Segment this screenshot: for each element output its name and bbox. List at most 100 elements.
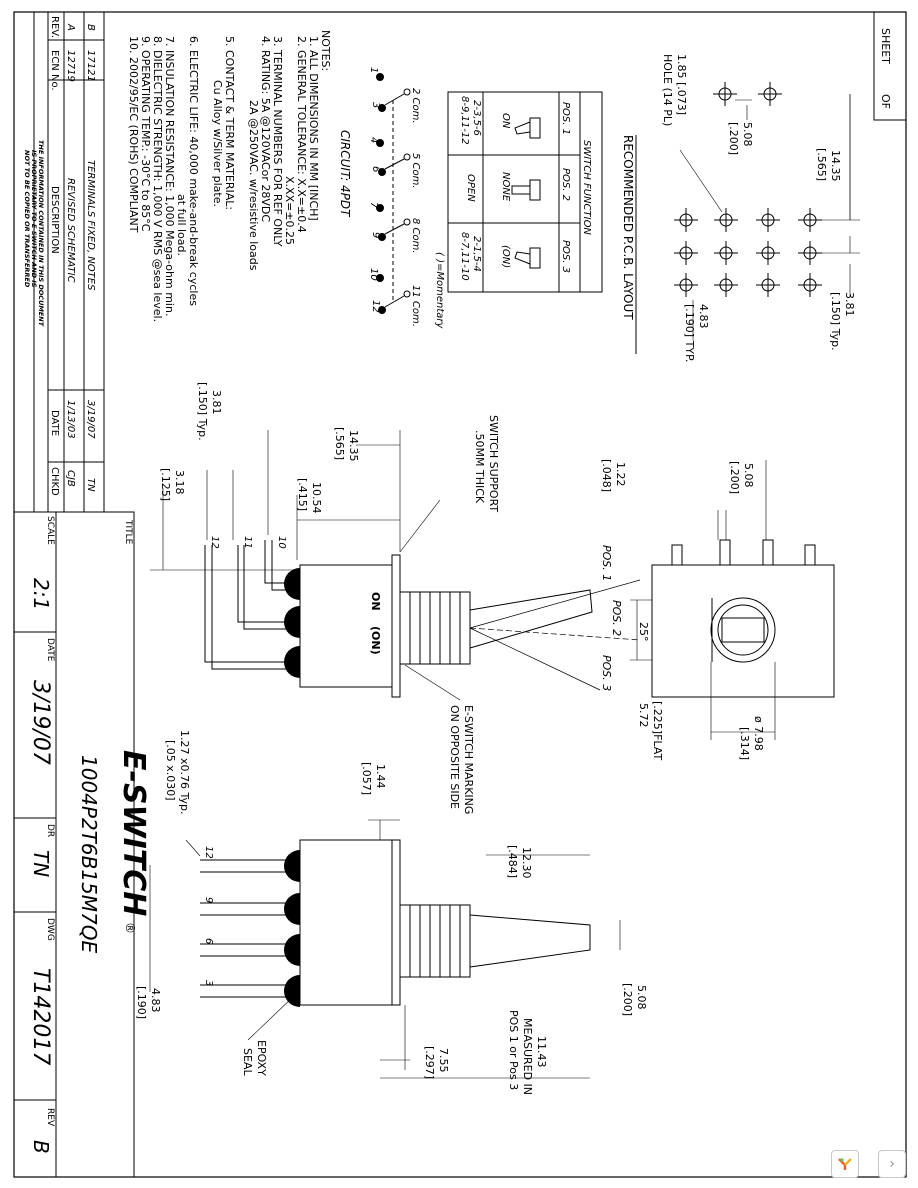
bottom-pin-12: 12 (203, 846, 214, 859)
title-block (13, 511, 135, 1178)
sf-row2-pos2: OPEN (465, 174, 476, 202)
front-view (630, 460, 835, 740)
switch-support-label: SWITCH SUPPORT (487, 415, 500, 512)
rev-header-ecn: ECN No. (49, 50, 60, 91)
rev-header-date: DATE (49, 410, 60, 436)
drawing-number-label: DWG (45, 918, 55, 941)
front-diameter: ø 7.98 (752, 716, 765, 751)
bottom-dim-7: 11.43 (535, 1036, 548, 1068)
date-value: 3/19/07 (28, 680, 53, 765)
bottom-dim-5: 4.83 (149, 988, 162, 1013)
bottom-dim-5-inch: [.190] (135, 986, 148, 1019)
pos3-label: POS. 3 (600, 655, 613, 691)
circuit-pin-11: 11 Com. (410, 285, 421, 327)
note-4-cont: 2A @250VAC. w/resistive loads (247, 100, 260, 271)
circuit-pin-12: 12 (370, 300, 381, 313)
chevron-right-icon[interactable]: › (878, 1150, 906, 1178)
front-view-labels: 1.22 [.048] 5.08 [.200] 5.72 [.225]FLAT … (600, 459, 765, 760)
circuit-pin-4: 4 (368, 137, 379, 143)
bottom-view (149, 819, 621, 1079)
bottom-dim-7-note-a: MEASURED IN (521, 1018, 534, 1095)
scale-value: 2:1 (29, 578, 53, 610)
side-on-marking: ON (369, 592, 382, 611)
rev-label: REV (45, 1108, 55, 1127)
side-pin-10: 10 (276, 536, 287, 549)
angle-label: 25° (637, 622, 650, 642)
front-dim-2-inch: [.200] (728, 461, 741, 494)
side-dim-3: 3.81 (210, 390, 223, 415)
note-6-cont: at full load. (175, 194, 188, 256)
bottom-view-terminals (284, 850, 300, 1007)
bottom-dim-1: 1.44 (374, 764, 387, 789)
sf-row2-pos3-a: 2-1,5-4 (471, 236, 482, 272)
note-8: 8. DIELECTRIC STRENGTH: 1,000 V RMS @sea… (151, 36, 164, 322)
sf-row2-pos1-b: 8-9,11-12 (459, 96, 470, 145)
note-5: 5. CONTACT & TERM MATERIAL: (223, 36, 236, 210)
side-dim-1-inch: [.565] (333, 427, 346, 460)
side-dim-4: 3.18 (173, 470, 186, 495)
sf-row1-pos1: ON (500, 113, 511, 129)
pos1-label: POS. 1 (600, 545, 613, 581)
sf-header-pos3: POS. 3 (560, 240, 571, 273)
bottom-dim-2-inch: [.484] (506, 845, 519, 878)
notes-heading: NOTES: (319, 30, 332, 71)
title-block-labels: TITLE 1004P2T6B15M7QE E-SWITCH ® SCALE 2… (28, 516, 151, 1154)
note-9: 9. OPERATING TEMP.: -30°C to 85°C (139, 36, 152, 232)
note-3: 3. TERMINAL NUMBERS FOR REF ONLY (271, 36, 284, 247)
bottom-dim-4: 1.27 x0.76 Typ. (178, 730, 191, 814)
e-switch-logo: E-SWITCH ® (116, 750, 151, 934)
note-2: 2. GENERAL TOLERANCE: X.X=±0.4 (295, 36, 308, 233)
rev-header-rev: REV. (49, 16, 60, 38)
disclaimer-line-2: IS PROPRIETARY TO E-SWITCH AND IS (30, 150, 38, 288)
drawing-number-value: T142017 (28, 968, 53, 1065)
side-on-momentary-marking: (ON) (369, 626, 382, 655)
pcb-dim-2: 3.81 (843, 292, 856, 317)
side-view (150, 430, 641, 701)
rev-b-chkd: TN (85, 478, 96, 492)
rev-a-date: 1/13/03 (65, 400, 76, 439)
sf-row2-pos1-a: 2-3,5-6 (471, 100, 482, 136)
front-diameter-inch: [.314] (738, 727, 751, 760)
side-dim-3-inch: [.150] Typ. (196, 382, 209, 441)
drawn-by-value: TN (29, 850, 53, 877)
bottom-dim-2: 12.30 (520, 847, 533, 879)
epoxy-label: EPOXY (255, 1040, 268, 1076)
sf-header-pos1: POS. 1 (560, 102, 571, 135)
app-logo-icon[interactable] (831, 1150, 859, 1178)
sf-row1-pos3: (ON) (500, 245, 511, 268)
side-dim-2: 10.54 (310, 482, 323, 514)
note-5-cont: Cu Alloy w/Silver plate. (211, 80, 224, 207)
circuit-diagram: 1 2 Com. 3 4 5 Com. 6 7 8 Com. 9 10 11 C… (338, 67, 421, 327)
rev-b-description: TERMINALS FIXED, NOTES (85, 160, 96, 291)
side-dim-4-inch: [.125] (159, 468, 172, 501)
sheet-of-label: OF (879, 94, 892, 109)
bottom-dim-3: 5.08 (635, 985, 648, 1010)
circuit-pin-1: 1 (368, 67, 379, 73)
circuit-pin-7: 7 (368, 202, 379, 209)
pcb-dim-4-inch: [.190] TYP. (683, 304, 696, 362)
rev-b-letter: B (85, 24, 96, 31)
pcb-dim-3-inch: [.200] (727, 122, 740, 155)
pcb-dim-4: 4.83 (697, 304, 710, 329)
note-10: 10. 2002/95/EC (ROHS) COMPLIANT (127, 36, 140, 233)
disclaimer-line-1: THE INFORMATION CONTAINED IN THIS DOCUME… (37, 140, 45, 327)
sf-row1-pos2: NONE (500, 172, 511, 202)
front-flat-dim-inch: [.225]FLAT (651, 701, 664, 760)
scale-label: SCALE (45, 516, 55, 545)
switch-function-table: SWITCH FUNCTION POS. 1 POS. 2 POS. 3 ON … (434, 91, 603, 329)
bottom-pin-9: 9 (203, 897, 214, 903)
rev-value: B (29, 1140, 53, 1154)
circuit-pin-2: 2 Com. (410, 88, 421, 124)
sf-row2-pos3-b: 8-7,11-10 (459, 232, 470, 281)
bottom-dim-7-note-b: POS 1 or Pos 3 (507, 1010, 520, 1090)
front-dim-1: 1.22 (614, 462, 627, 487)
rev-b-date: 3/19/07 (85, 400, 96, 439)
circuit-pin-3: 3 (370, 102, 381, 108)
side-view-terminals (284, 568, 300, 678)
drawn-by-label: DR (45, 824, 55, 837)
momentary-note: ( )=Momentary (434, 252, 445, 329)
circuit-pin-8: 8 Com. (410, 218, 421, 254)
pcb-layout: RECOMMENDED P.C.B. LAYOUT (621, 82, 860, 354)
notes: NOTES: 1. ALL DIMENSIONS IN MM [INCH] 2.… (127, 30, 332, 322)
